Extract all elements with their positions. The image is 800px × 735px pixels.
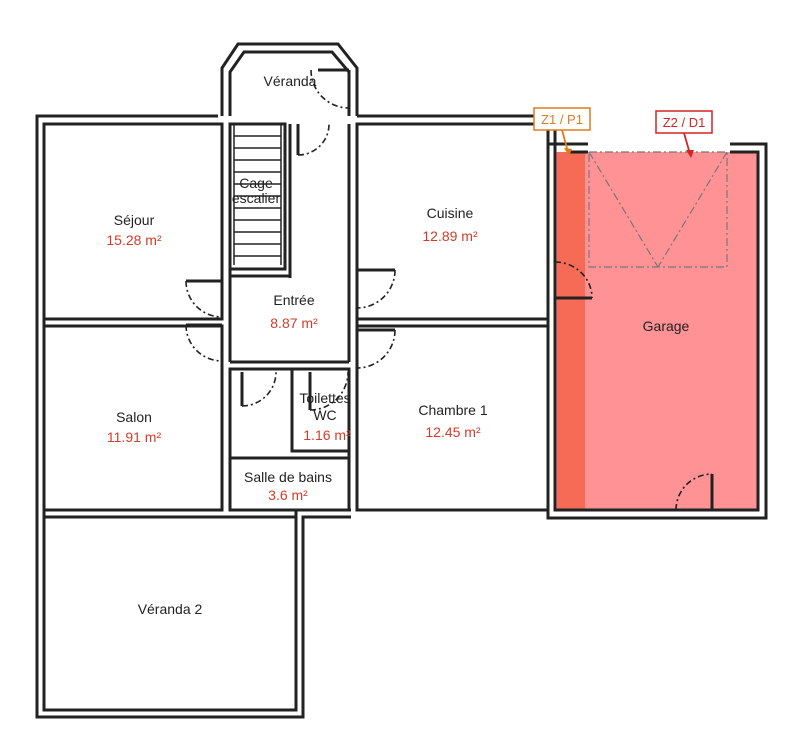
room-name-sejour: Séjour [114, 212, 155, 228]
garage-zone-fill [555, 152, 758, 510]
annotation-z2-label: Z2 / D1 [663, 115, 706, 130]
room-area-sdb: 3.6 m² [268, 487, 308, 503]
annotation-z1-label: Z1 / P1 [541, 112, 583, 127]
room-name-chambre1: Chambre 1 [418, 402, 487, 418]
room-name-sdb: Salle de bains [244, 469, 332, 485]
doors [185, 68, 714, 511]
stair-treads [233, 124, 282, 265]
room-area-salon: 11.91 m² [107, 429, 162, 445]
room-area-sejour: 15.28 m² [106, 232, 162, 248]
room-area-chambre1: 12.45 m² [425, 424, 481, 440]
annotation-z2: Z2 / D1 [655, 110, 713, 158]
annotation-z1: Z1 / P1 [533, 107, 591, 156]
room-name-cage-line2: escalier [232, 190, 281, 206]
room-area-toilettes: 1.16 m² [303, 427, 351, 443]
room-name-cage-line1: Cage [239, 175, 273, 191]
room-name-toilettes-line1: Toilettes [299, 390, 350, 406]
room-name-veranda: Véranda [264, 73, 317, 89]
room-area-cuisine: 12.89 m² [422, 228, 478, 244]
room-name-garage: Garage [643, 318, 690, 334]
garage-door-symbol [588, 151, 728, 268]
room-name-cuisine: Cuisine [427, 205, 474, 221]
room-name-salon: Salon [116, 409, 152, 425]
room-name-veranda2: Véranda 2 [138, 601, 203, 617]
zone-z1-strip [557, 152, 585, 510]
room-area-entree: 8.87 m² [270, 315, 318, 331]
walls [35, 42, 768, 719]
room-name-entree: Entrée [273, 292, 314, 308]
room-name-toilettes-line2: WC [313, 407, 336, 423]
